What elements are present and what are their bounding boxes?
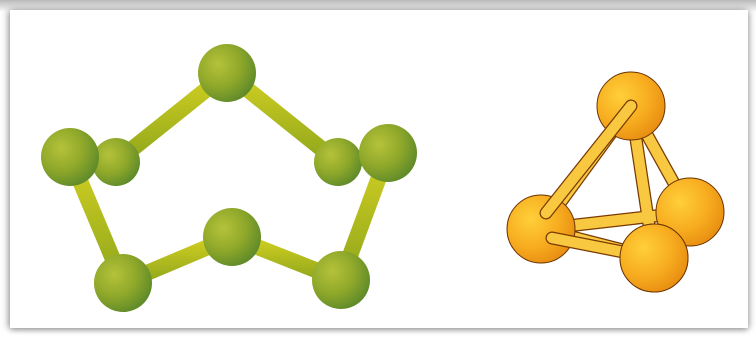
atom	[506, 194, 576, 264]
atom	[359, 124, 417, 182]
atom	[314, 138, 362, 186]
atom	[655, 177, 725, 247]
ring-atoms	[41, 44, 417, 312]
atom	[92, 138, 140, 186]
tetra-atoms	[506, 71, 725, 293]
atom	[198, 44, 256, 102]
atom	[312, 251, 370, 309]
atom	[203, 208, 261, 266]
atom	[94, 254, 152, 312]
tetra-front-bond	[539, 99, 689, 293]
bond	[540, 100, 637, 219]
atom	[41, 128, 99, 186]
